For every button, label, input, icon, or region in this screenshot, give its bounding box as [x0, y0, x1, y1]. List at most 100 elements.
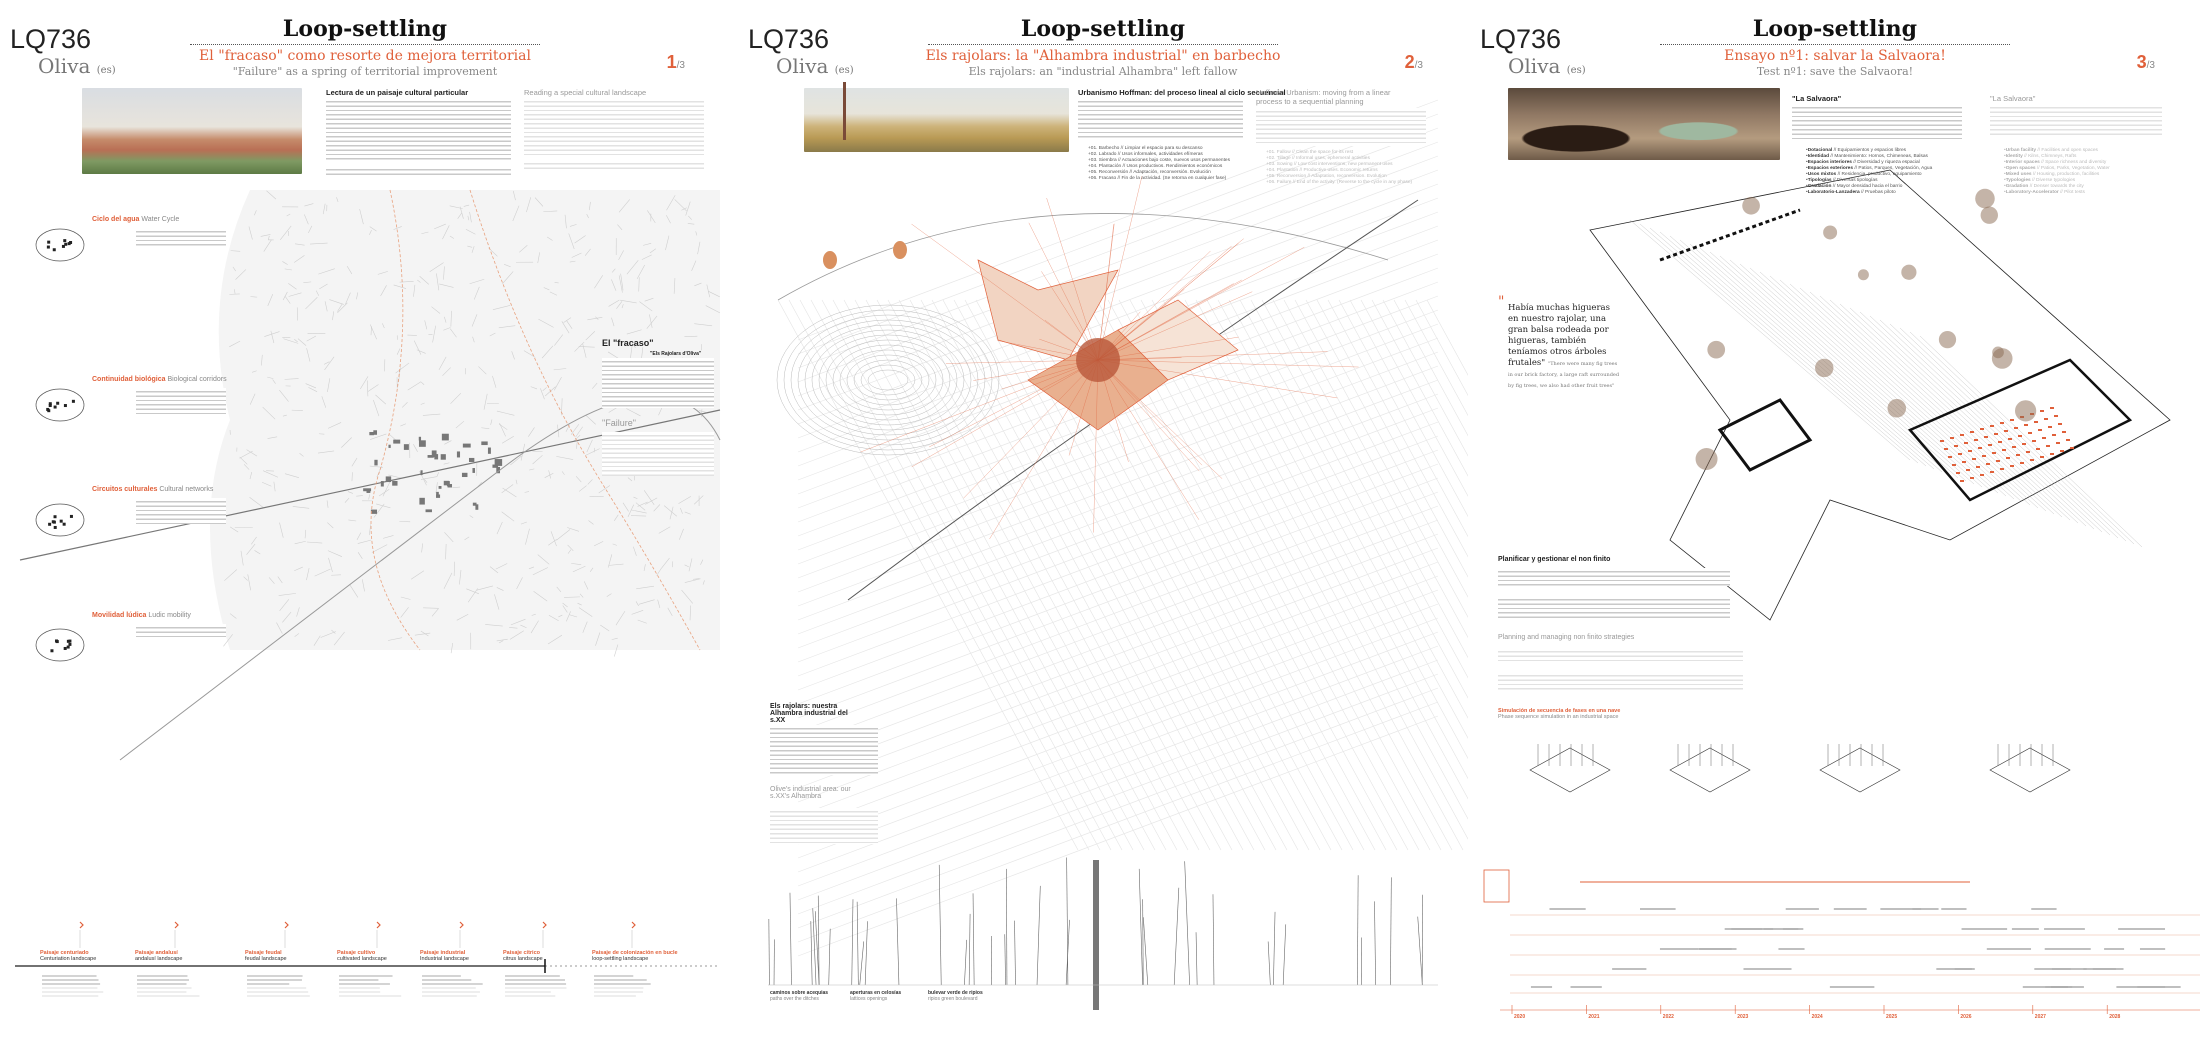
street-line: [469, 278, 485, 285]
street-line: [476, 585, 493, 591]
seating-mark: [2000, 422, 2004, 424]
radiating-line: [1097, 359, 1200, 520]
simulation-heading: Simulación de secuencia de fases en una …: [1498, 708, 1621, 720]
street-line: [542, 387, 547, 391]
street-line: [571, 563, 582, 565]
roof-truss: [1769, 275, 2023, 503]
seating-mark: [2050, 453, 2054, 455]
urban-block: [385, 476, 392, 483]
street-line: [471, 246, 475, 253]
street-line: [643, 490, 655, 506]
criterion-en: •Typologies // Diverse typologies: [2004, 178, 2076, 183]
grid-line: [797, 127, 1439, 369]
hoffman-es-text: [1078, 98, 1243, 140]
roof-truss: [1629, 219, 1911, 461]
grid-line: [797, 533, 1439, 775]
street-line: [593, 541, 604, 547]
radiating-line: [1097, 245, 1232, 361]
page-total: /3: [676, 60, 685, 71]
salvaora-interior-image: [1508, 88, 1780, 160]
street-line: [422, 413, 441, 416]
street-line: [459, 569, 462, 585]
street-line: [501, 436, 514, 444]
location-suffix: (es): [1566, 65, 1586, 76]
street-line: [574, 235, 586, 244]
grid-line: [843, 299, 1145, 851]
street-line: [544, 472, 554, 478]
title-divider: [190, 44, 540, 45]
street-line: [589, 201, 591, 211]
street-line: [566, 320, 573, 329]
street-line: [423, 607, 439, 609]
board-title: Loop-settling: [1020, 16, 1186, 42]
grid-line: [797, 505, 1439, 747]
roof-truss: [1859, 311, 2095, 530]
board-3: LQ736 Oliva (es) Loop-settling Ensayo nº…: [1470, 0, 2200, 1038]
grid-line: [797, 589, 1439, 831]
grid-line: [797, 463, 1439, 705]
street-line: [562, 602, 568, 608]
seating-mark: [2062, 431, 2066, 433]
grid-line: [799, 299, 1101, 851]
diagram-block: [48, 404, 52, 408]
topography-contour: [846, 354, 930, 406]
grid-line: [797, 715, 1439, 957]
grid-line: [797, 183, 1439, 425]
street-line: [424, 320, 428, 330]
street-line: [685, 201, 691, 216]
street-line: [645, 497, 658, 505]
diagram-block: [50, 649, 54, 653]
street-line: [314, 568, 331, 577]
street-line: [496, 587, 504, 591]
radiating-line: [929, 359, 1099, 448]
grid-line: [810, 299, 1112, 851]
grid-line: [1415, 299, 1468, 396]
street-line: [377, 271, 388, 275]
street-line: [561, 321, 570, 334]
phase-en: +04. Plantation // Productive uses. Econ…: [1266, 168, 1378, 173]
figure-group: [1975, 188, 1995, 209]
page-current: 3: [2136, 52, 2147, 72]
tree-stroke: [856, 901, 859, 986]
street-line: [471, 314, 478, 327]
diagram-block: [63, 646, 67, 650]
street-line: [467, 215, 470, 221]
street-line: [611, 279, 617, 291]
balloon-icon: [823, 251, 837, 269]
street-line: [464, 536, 470, 541]
phase-es: +01. Barbecho // Limpiar el espacio para…: [1088, 146, 1203, 151]
tree-stroke: [859, 941, 865, 986]
street-line: [413, 444, 418, 452]
grid-line: [1118, 299, 1420, 851]
criterion-en: •Mixed uses // Housing, production, faci…: [2004, 172, 2100, 177]
street-line: [243, 464, 250, 470]
seating-mark: [2034, 421, 2038, 423]
grid-line: [797, 561, 1439, 803]
urban-block: [468, 457, 475, 462]
criterion-es: •Espacios interiores // Diversidad y riq…: [1806, 160, 1920, 165]
chevron-right-icon: [542, 921, 547, 929]
street-line: [324, 301, 328, 312]
street-line: [420, 402, 425, 405]
grid-line: [1173, 299, 1468, 840]
street-line: [592, 382, 598, 389]
street-line: [646, 315, 658, 329]
street-line: [450, 643, 454, 654]
street-line: [243, 576, 248, 581]
street-line: [432, 325, 436, 343]
street-line: [569, 260, 576, 263]
kiln-outline: [1717, 398, 1813, 472]
street-line: [396, 348, 401, 355]
page-current: 2: [1404, 52, 1415, 72]
topography-contour: [797, 319, 979, 441]
quote-mark-icon: ": [1498, 294, 1505, 310]
roof-truss: [1699, 247, 1967, 482]
street-line: [620, 273, 624, 291]
radiating-line: [1097, 351, 1328, 361]
figure-group: [1695, 448, 1718, 471]
urban-block: [392, 480, 398, 486]
street-line: [532, 450, 543, 453]
urban-block: [369, 431, 374, 436]
